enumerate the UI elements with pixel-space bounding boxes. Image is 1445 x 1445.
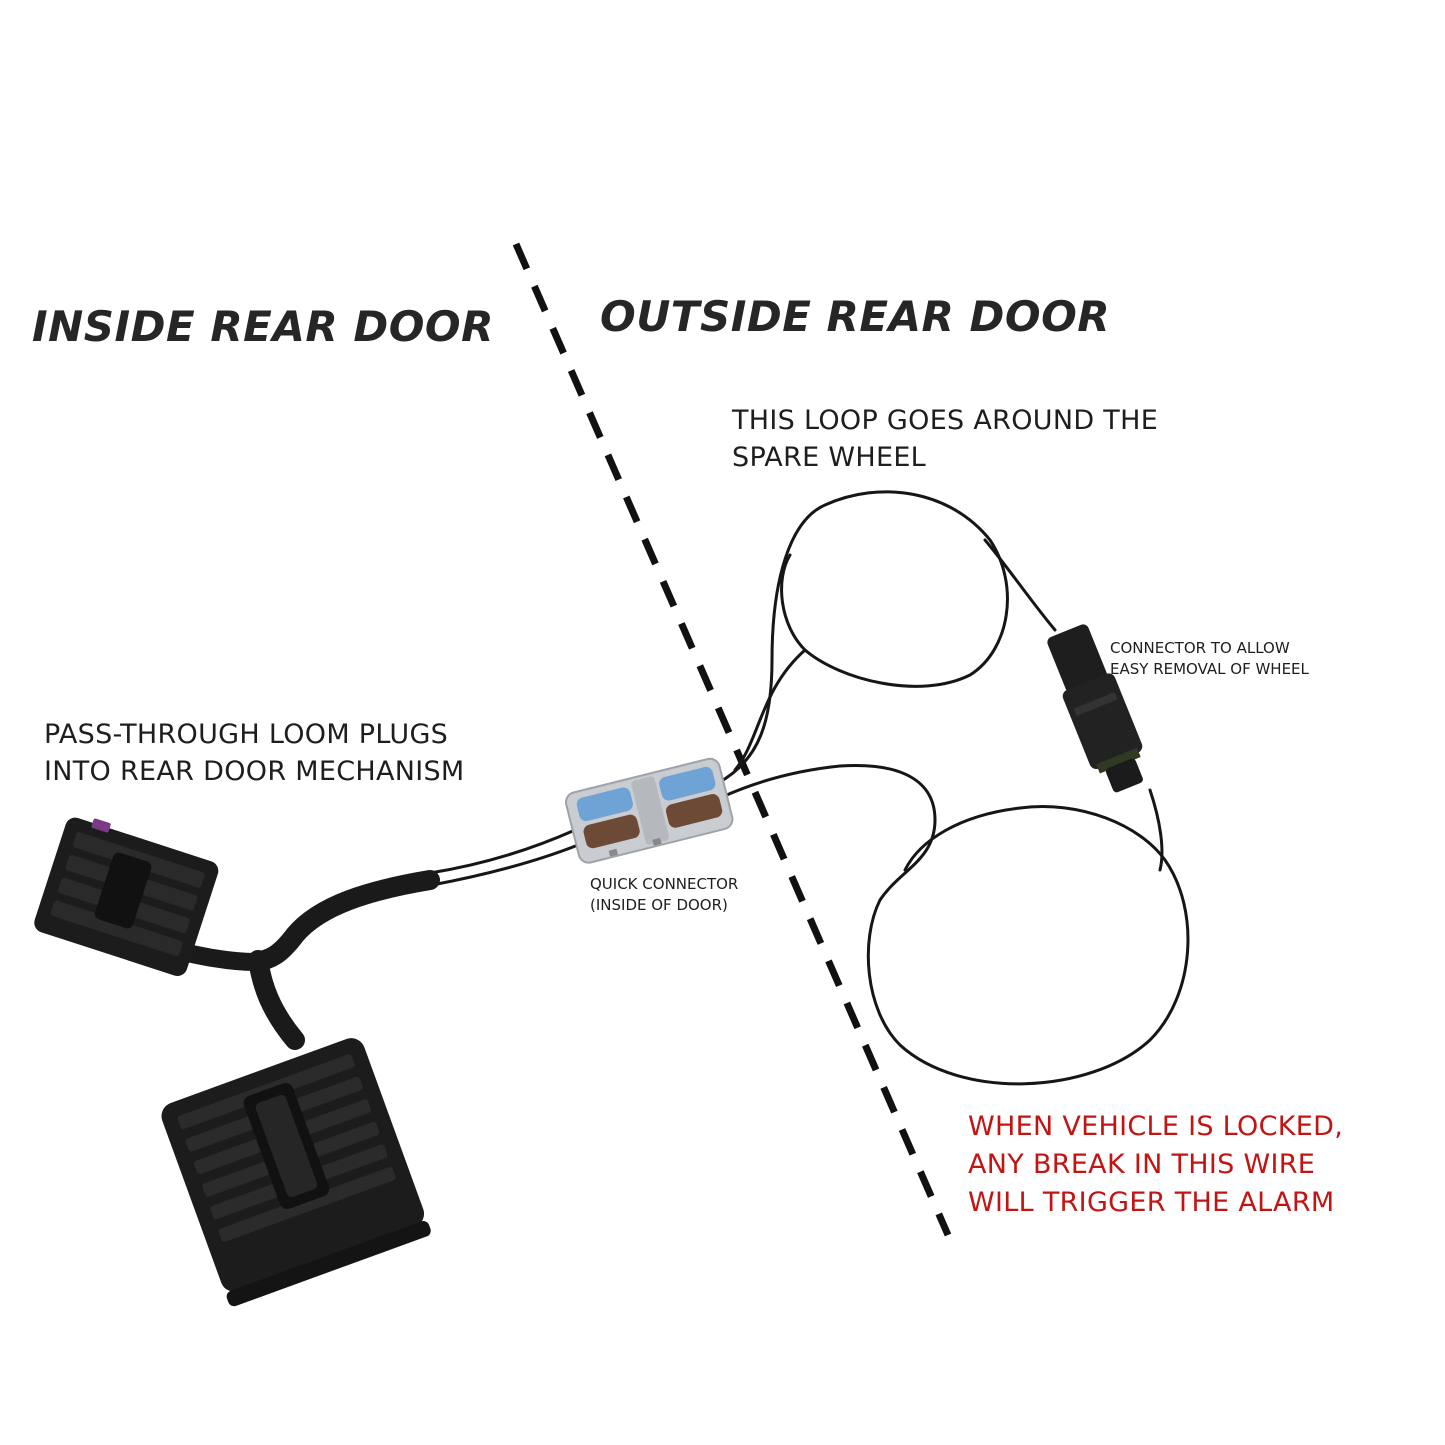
- quick-connector-note: QUICK CONNECTOR (INSIDE OF DOOR): [590, 875, 739, 914]
- quick-connector: [564, 757, 734, 864]
- door-plug-connector: [34, 817, 219, 976]
- inside-rear-door-heading: INSIDE REAR DOOR: [32, 302, 494, 351]
- pass-through-loom-note: PASS-THROUGH LOOM PLUGS INTO REAR DOOR M…: [44, 719, 465, 787]
- wire-loop: [428, 490, 1190, 1086]
- mechanism-plug-connector: [161, 1038, 431, 1307]
- wheel-connector-note: CONNECTOR TO ALLOW EASY REMOVAL OF WHEEL: [1110, 639, 1309, 678]
- door-divider-line: [512, 242, 952, 1237]
- wheel-connector: [1047, 624, 1143, 793]
- outside-rear-door-heading: OUTSIDE REAR DOOR: [600, 292, 1111, 341]
- alarm-warning-note: WHEN VEHICLE IS LOCKED, ANY BREAK IN THI…: [968, 1111, 1344, 1218]
- spare-wheel-loop-note: THIS LOOP GOES AROUND THE SPARE WHEEL: [732, 405, 1159, 473]
